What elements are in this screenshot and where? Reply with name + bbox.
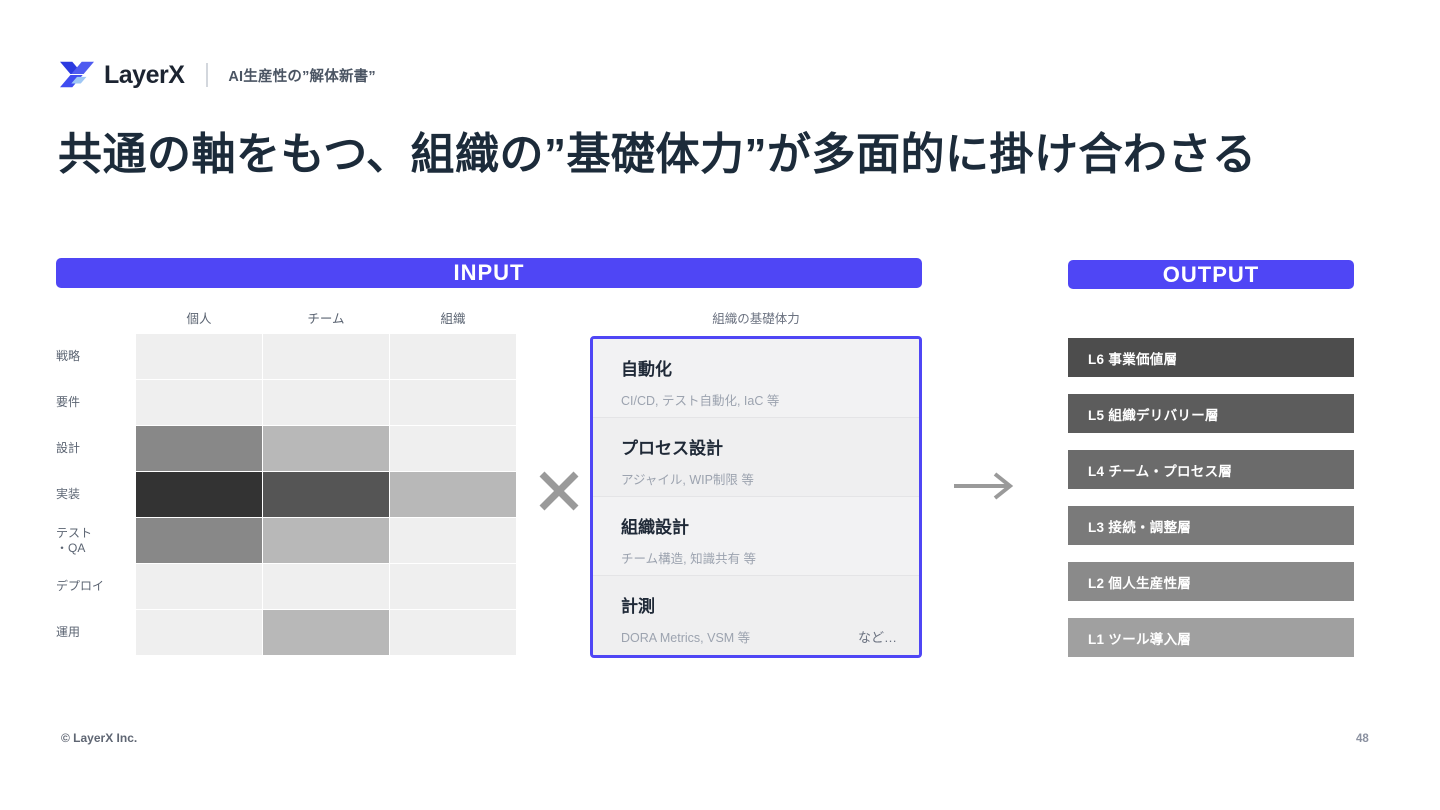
brand-bar: LayerX AI生産性の”解体新書” bbox=[58, 56, 376, 94]
brand-name: LayerX bbox=[104, 60, 185, 89]
heatmap-cell bbox=[390, 334, 516, 379]
heatmap-column-headers: 個人 チーム 組織 bbox=[136, 308, 526, 334]
heatmap-row-label: 運用 bbox=[56, 625, 81, 639]
heatmap-body: 戦略要件設計実装テスト ・QA デプロイ運用 bbox=[56, 334, 526, 655]
capability-card: 自動化 CI/CD, テスト自動化, IaC 等プロセス設計アジャイル, WIP制… bbox=[590, 336, 922, 658]
card-item: プロセス設計アジャイル, WIP制限 等 bbox=[593, 418, 919, 497]
card-item-subtitle: アジャイル, WIP制限 等 bbox=[621, 473, 754, 487]
output-layer: L5 組織デリバリー層 bbox=[1068, 394, 1354, 433]
heatmap-row: 設計 bbox=[56, 426, 526, 471]
heatmap-row: テスト ・QA bbox=[56, 518, 526, 563]
heatmap-row: 戦略 bbox=[56, 334, 526, 379]
heatmap-cell bbox=[390, 610, 516, 655]
heatmap-cell bbox=[136, 334, 262, 379]
heatmap-cell bbox=[136, 518, 262, 563]
heatmap-cell bbox=[136, 564, 262, 609]
card-item: 計測 DORA Metrics, VSM 等 bbox=[593, 576, 919, 655]
arrow-right-icon bbox=[952, 470, 1018, 502]
card-item-title: 自動化 bbox=[621, 360, 672, 379]
capability-card-wrapper: 組織の基礎体力 自動化 CI/CD, テスト自動化, IaC 等プロセス設計アジャ… bbox=[590, 308, 922, 658]
heatmap-row: 要件 bbox=[56, 380, 526, 425]
page-number: 48 bbox=[1356, 733, 1369, 745]
heatmap-row: 実装 bbox=[56, 472, 526, 517]
card-item: 自動化 CI/CD, テスト自動化, IaC 等 bbox=[593, 339, 919, 418]
heatmap-cell bbox=[263, 334, 389, 379]
heatmap-cell bbox=[136, 426, 262, 471]
heatmap-cell bbox=[390, 426, 516, 471]
copyright-text: © LayerX Inc. bbox=[61, 731, 138, 745]
card-item-subtitle: チーム構造, 知識共有 等 bbox=[621, 552, 757, 566]
card-item-title: プロセス設計 bbox=[621, 439, 723, 458]
heatmap-cell bbox=[263, 610, 389, 655]
card-note: など… bbox=[857, 630, 897, 645]
output-layer-stack: L6 事業価値層 L5 組織デリバリー層 L4 チーム・プロセス層 L3 接続・調整層… bbox=[1068, 338, 1354, 674]
header-subtitle: AI生産性の”解体新書” bbox=[228, 68, 376, 85]
heatmap-cell bbox=[263, 518, 389, 563]
heatmap-cell bbox=[263, 564, 389, 609]
capability-heatmap: 個人 チーム 組織 戦略要件設計実装テスト ・QA デプロイ運用 bbox=[56, 308, 526, 656]
heatmap-cell bbox=[390, 564, 516, 609]
output-layer: L2 個人生産性層 bbox=[1068, 562, 1354, 601]
card-item-title: 組織設計 bbox=[621, 518, 689, 537]
heatmap-column-header: 組織 bbox=[440, 312, 466, 326]
page-title: 共通の軸をもつ、組織の”基礎体力”が多面的に掛け合わさる bbox=[58, 130, 1257, 179]
input-banner: INPUT bbox=[56, 258, 922, 288]
output-layer: L1 ツール導入層 bbox=[1068, 618, 1354, 657]
heatmap-row: 運用 bbox=[56, 610, 526, 655]
output-layer: L4 チーム・プロセス層 bbox=[1068, 450, 1354, 489]
card-item-subtitle: CI/CD, テスト自動化, IaC 等 bbox=[621, 394, 780, 408]
card-item-subtitle: DORA Metrics, VSM 等 bbox=[621, 631, 751, 645]
card-caption: 組織の基礎体力 bbox=[712, 312, 800, 326]
output-layer: L3 接続・調整層 bbox=[1068, 506, 1354, 545]
output-banner: OUTPUT bbox=[1068, 260, 1354, 289]
multiply-icon bbox=[536, 468, 582, 514]
heatmap-row-label: 戦略 bbox=[56, 349, 81, 363]
heatmap-column-header: 個人 bbox=[186, 312, 212, 326]
heatmap-cell bbox=[263, 426, 389, 471]
header-divider bbox=[206, 63, 209, 87]
card-item: 組織設計チーム構造, 知識共有 等 bbox=[593, 497, 919, 576]
heatmap-cell bbox=[390, 518, 516, 563]
heatmap-row-label: デプロイ bbox=[56, 579, 105, 593]
layerx-logo-icon bbox=[58, 58, 96, 92]
heatmap-cell bbox=[136, 380, 262, 425]
heatmap-cell bbox=[136, 472, 262, 517]
heatmap-cell bbox=[136, 610, 262, 655]
output-layer: L6 事業価値層 bbox=[1068, 338, 1354, 377]
heatmap-row-label: 要件 bbox=[56, 395, 81, 409]
card-item-title: 計測 bbox=[621, 597, 655, 616]
heatmap-row-label: 設計 bbox=[56, 441, 81, 455]
heatmap-row: デプロイ bbox=[56, 564, 526, 609]
heatmap-column-header: チーム bbox=[307, 312, 345, 326]
heatmap-row-label: 実装 bbox=[56, 487, 81, 501]
heatmap-cell bbox=[390, 472, 516, 517]
heatmap-cell bbox=[390, 380, 516, 425]
heatmap-row-label: テスト ・QA bbox=[56, 525, 93, 555]
heatmap-cell bbox=[263, 380, 389, 425]
heatmap-cell bbox=[263, 472, 389, 517]
